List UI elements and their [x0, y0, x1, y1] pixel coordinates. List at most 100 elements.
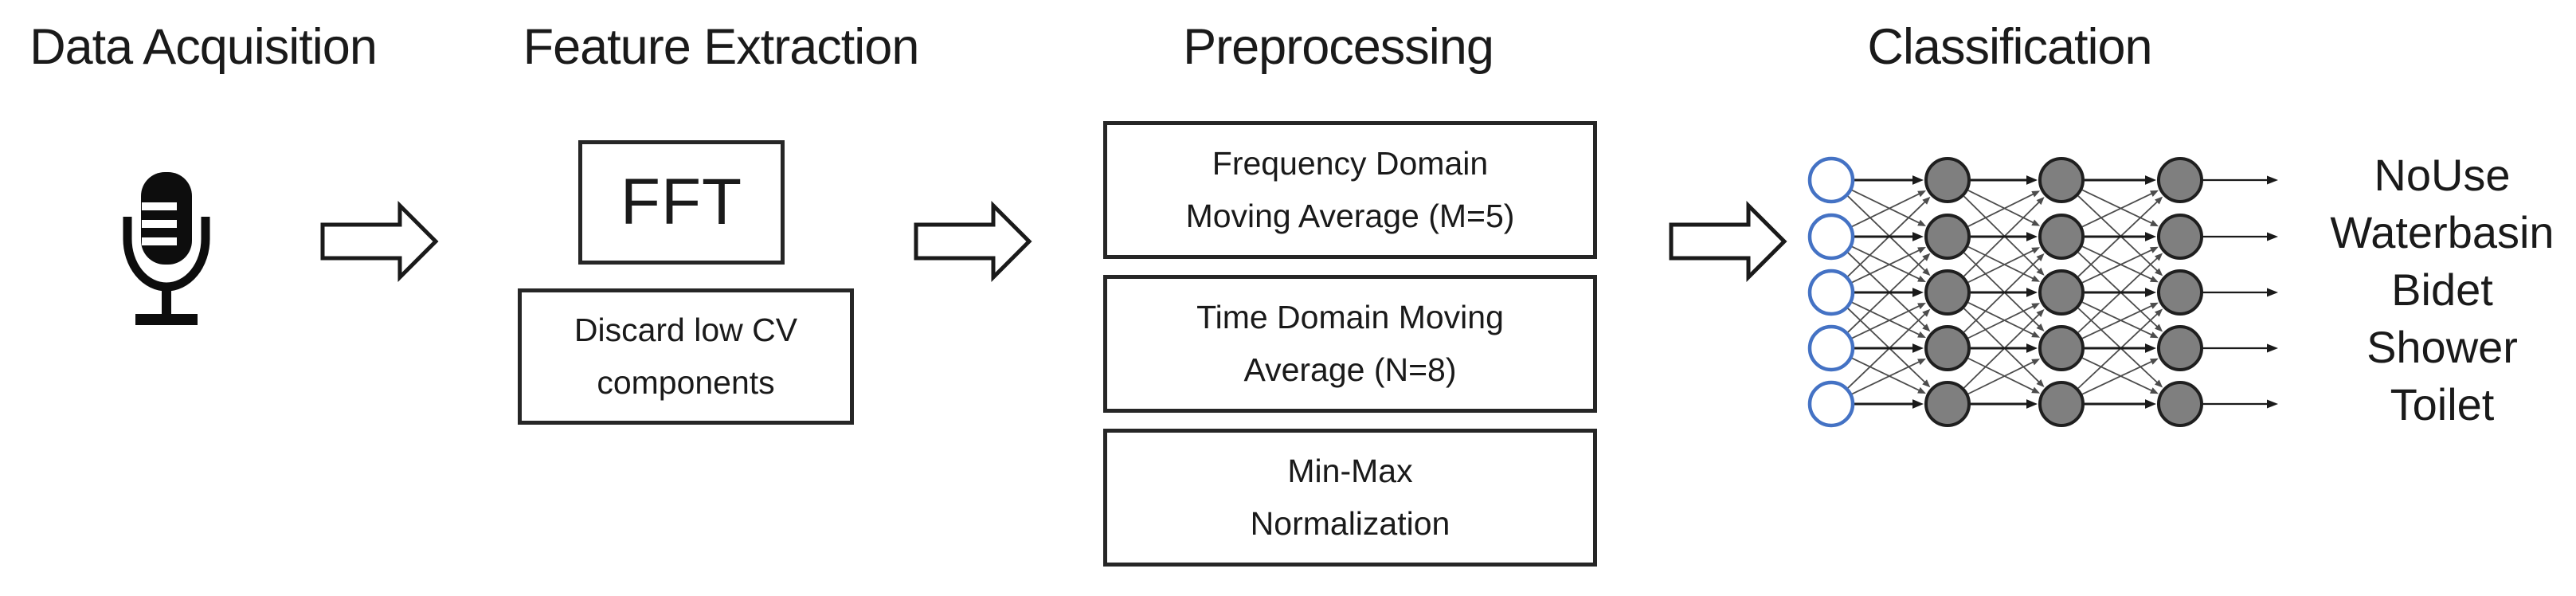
output-class-bidet: Bidet [2391, 265, 2493, 315]
stage-title-data-acquisition: Data Acquisition [29, 19, 378, 75]
network-edge [2081, 189, 2155, 225]
hidden-node-L3-2 [2157, 214, 2203, 260]
network-edge-arrowhead [2031, 190, 2041, 198]
output-arrowhead [2267, 343, 2278, 353]
hidden-node-L2-3 [2038, 269, 2085, 316]
network-edge [2077, 311, 2160, 389]
network-edge-arrowhead [2154, 379, 2163, 388]
network-edge [2081, 301, 2155, 337]
network-edge [2077, 252, 2160, 330]
preprocessing-box3-line1: Min-Max [1287, 452, 1413, 489]
hidden-node-L3-5 [2157, 381, 2203, 427]
preprocessing-box1-line2: Moving Average (M=5) [1185, 197, 1515, 234]
network-edge-arrowhead [2155, 196, 2163, 205]
network-edge [1851, 359, 1922, 395]
network-edge [1963, 195, 2042, 273]
network-edge-arrowhead [1912, 175, 1924, 185]
network-edge-arrowhead [1922, 268, 1931, 276]
network-edge-arrowhead [2026, 343, 2038, 353]
network-edge [1851, 189, 1923, 225]
microphone-stripe-2 [142, 220, 177, 228]
network-edge-arrowhead [1912, 343, 1924, 353]
output-class-list: NoUse Waterbasin Bidet Shower Toilet [2296, 147, 2576, 433]
network-edge-arrowhead [2036, 323, 2045, 332]
network-edge-arrowhead [1912, 232, 1924, 241]
network-edge [1967, 357, 2037, 392]
network-edge [1847, 199, 1928, 277]
network-edge-arrowhead [2036, 267, 2045, 276]
stage-title-feature-extraction: Feature Extraction [523, 19, 920, 75]
network-edge-arrowhead [2145, 399, 2156, 409]
network-edge-arrowhead [1917, 275, 1926, 283]
network-edge [1967, 190, 2037, 225]
preprocessing-box1-line1: Frequency Domain [1212, 144, 1489, 182]
network-edge [1851, 357, 1922, 393]
network-edge-arrowhead [2145, 288, 2156, 297]
network-edge [1967, 245, 2037, 280]
network-edge [1967, 249, 2037, 284]
microphone-stripe-3 [142, 237, 177, 245]
microphone-stem [162, 285, 171, 317]
network-edge-arrowhead [2031, 275, 2041, 282]
network-edge-arrowhead [2026, 399, 2038, 409]
network-edge-arrowhead [2031, 359, 2041, 366]
network-edge-arrowhead [2031, 331, 2041, 338]
network-edge-arrowhead [1917, 219, 1927, 226]
hidden-node-L1-1 [1924, 157, 1971, 203]
input-node-1 [1807, 156, 1855, 204]
hidden-node-L3-3 [2157, 269, 2203, 316]
network-edge [1847, 195, 1928, 273]
hidden-node-L1-4 [1924, 325, 1971, 371]
network-edge-arrowhead [2155, 268, 2163, 276]
network-edge [1851, 248, 1922, 284]
network-edge [1963, 199, 2042, 277]
microphone-stripe-1 [142, 202, 177, 210]
network-edge-arrowhead [2145, 175, 2156, 185]
network-edge [1967, 360, 2037, 395]
network-edge [1847, 252, 1928, 329]
discard-box-line2: components [597, 363, 775, 401]
network-edge [2077, 255, 2160, 333]
network-edge-arrowhead [2145, 232, 2156, 241]
network-edge-arrowhead [1922, 308, 1931, 317]
preprocessing-box-frequency-moving-average: Frequency Domain Moving Average (M=5) [1103, 121, 1597, 259]
hidden-node-L2-1 [2038, 157, 2085, 203]
preprocessing-box2-line1: Time Domain Moving [1196, 298, 1504, 335]
input-node-3 [1807, 269, 1855, 316]
network-edge-arrowhead [2154, 323, 2163, 332]
network-edge [2081, 248, 2155, 284]
fft-label: FFT [620, 166, 743, 238]
network-edge-arrowhead [2150, 190, 2159, 197]
flow-arrow-3 [1669, 200, 1787, 283]
network-edge-arrowhead [1917, 358, 1926, 366]
network-edge [2081, 191, 2155, 228]
preprocessing-box-time-moving-average: Time Domain Moving Average (N=8) [1103, 275, 1597, 413]
network-edge [1967, 304, 2037, 339]
network-edge [2081, 357, 2155, 393]
discard-box-line1: Discard low CV [574, 311, 798, 348]
preprocessing-box2-line2: Average (N=8) [1243, 351, 1457, 388]
output-class-nouse: NoUse [2374, 150, 2511, 200]
network-edge-arrowhead [1917, 386, 1926, 394]
network-edge [1963, 312, 2042, 389]
network-edge-arrowhead [2036, 197, 2045, 206]
output-class-shower: Shower [2367, 322, 2518, 372]
network-edge-arrowhead [2026, 288, 2038, 297]
network-edge-arrowhead [1917, 190, 1927, 198]
output-arrowhead [2267, 288, 2278, 297]
hidden-node-L2-5 [2038, 381, 2085, 427]
network-edge-arrowhead [2031, 386, 2041, 394]
hidden-node-L2-2 [2038, 214, 2085, 260]
network-edge-arrowhead [2150, 358, 2159, 365]
network-edge-arrowhead [1922, 379, 1931, 388]
network-edge [1851, 304, 1922, 339]
hidden-node-L1-3 [1924, 269, 1971, 316]
network-edge-arrowhead [2036, 253, 2045, 261]
network-edge [1847, 312, 1928, 389]
network-edge-arrowhead [1922, 323, 1931, 332]
network-edge [1847, 308, 1928, 385]
network-edge-arrowhead [2150, 302, 2159, 309]
network-edge-arrowhead [2031, 303, 2041, 310]
microphone-icon [141, 172, 192, 265]
